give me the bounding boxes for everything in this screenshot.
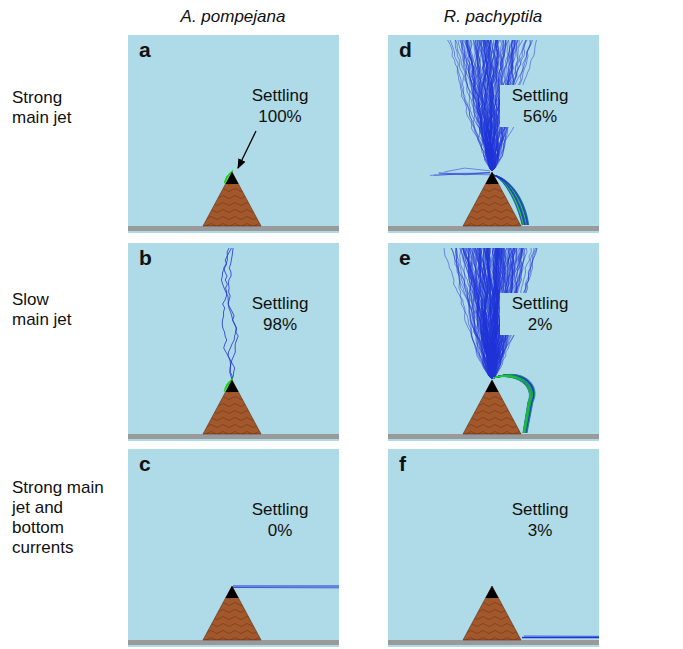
trajectory-line (461, 40, 492, 171)
panel-letter-box: d (397, 38, 414, 62)
trajectory-line (455, 40, 492, 171)
larval-trajectories (221, 40, 599, 638)
trajectory-line (522, 637, 599, 638)
panel-letter-box: b (137, 246, 154, 270)
trajectory-line (466, 40, 492, 171)
panel-ground (128, 243, 339, 441)
settling-percentage: Settling 56% (500, 85, 580, 127)
trajectory-line (475, 40, 492, 171)
chimneys (203, 172, 521, 640)
settling-box: Settling 98% (240, 293, 320, 335)
simulation-panel: bSettling 98% (128, 243, 339, 441)
seafloor (128, 226, 599, 645)
settling-percentage: Settling 3% (500, 499, 580, 541)
trajectory-line (222, 248, 232, 379)
settling-percentage: Settling 100% (240, 85, 320, 127)
trajectory-line (464, 248, 492, 379)
trajectory-line (448, 40, 493, 171)
simulation-panel: dSettling 56% (388, 35, 599, 233)
trajectory-line (467, 248, 492, 379)
column-header-box: R. pachyptila (403, 7, 583, 27)
seafloor-band (128, 640, 339, 645)
panel-ground (388, 35, 599, 233)
trajectory-line (221, 248, 236, 379)
panel-letter-box: e (397, 246, 413, 270)
trajectory-line (460, 40, 492, 171)
row-label-box: Strong main jet and bottom currents (12, 478, 104, 558)
trajectory-line (233, 585, 339, 586)
panel-ground (388, 449, 599, 647)
trajectory-line (481, 40, 493, 171)
panel-letter: e (397, 246, 413, 269)
simulation-panel: fSettling 3% (388, 449, 599, 647)
settling-box: Settling 0% (240, 499, 320, 541)
settling-percentage: Settling 0% (240, 499, 320, 541)
trajectory-line (445, 168, 491, 172)
panel-backgrounds (128, 35, 599, 647)
simulation-panel: eSettling 2% (388, 243, 599, 441)
column-header: R. pachyptila (444, 7, 542, 26)
vent-chimney (203, 380, 261, 434)
trajectory-line (492, 248, 497, 379)
trajectory-line (465, 248, 492, 379)
trajectory-line (490, 40, 497, 171)
panel-letter: f (397, 452, 408, 475)
trajectory-line (233, 587, 339, 588)
trajectory-line (467, 40, 492, 171)
trajectory-line (444, 248, 492, 379)
trajectory-line (463, 248, 492, 379)
seafloor-band (128, 434, 339, 439)
trajectory-line (456, 248, 492, 379)
trajectory-line (492, 40, 499, 171)
trajectory-line (463, 248, 492, 379)
panel-letter: b (137, 246, 154, 269)
vent-chimney (203, 172, 261, 226)
panel-ground (388, 243, 599, 441)
settling-box: Settling 56% (500, 85, 580, 127)
vent-chimney (463, 172, 521, 226)
settling-box: Settling 3% (500, 499, 580, 541)
trajectory-line (464, 248, 492, 379)
seafloor-band (388, 434, 599, 439)
settling-percentage: Settling 98% (240, 293, 320, 335)
settling-box: Settling 100% (240, 85, 320, 127)
column-header-box: A. pompejana (143, 7, 323, 27)
row-label-box: Slow main jet (12, 290, 88, 330)
vent-chimney (203, 586, 261, 640)
panel-letter: a (137, 38, 153, 61)
trajectory-line (452, 248, 493, 379)
seafloor-band (388, 640, 599, 645)
trajectory-line (460, 248, 492, 379)
simulation-panel: aSettling 100% (128, 35, 339, 233)
row-label: Slow main jet (12, 290, 72, 329)
simulation-panel: cSettling 0% (128, 449, 339, 647)
row-label-box: Strong main jet (12, 88, 88, 128)
trajectory-line (456, 248, 492, 379)
column-header: A. pompejana (181, 7, 286, 26)
settling-percentage: Settling 2% (500, 293, 580, 335)
trajectory-line (451, 248, 492, 379)
trajectory-line (475, 248, 493, 379)
trajectory-line (524, 636, 599, 637)
row-label: Strong main jet (12, 88, 72, 127)
panel-letter-box: a (137, 38, 153, 62)
panel-letter-box: c (137, 452, 153, 476)
trajectory-line (461, 248, 492, 379)
panel-ground (128, 449, 339, 647)
seafloor-band (388, 226, 599, 231)
panel-letter: c (137, 452, 153, 475)
settling-box: Settling 2% (500, 293, 580, 335)
row-label: Strong main jet and bottom currents (12, 478, 104, 557)
trajectory-line (430, 173, 490, 176)
leader-arrow (238, 131, 256, 168)
panel-letter-box: f (397, 452, 408, 476)
vent-chimney (463, 586, 521, 640)
vent-chimney (463, 380, 521, 434)
panel-ground (128, 35, 339, 233)
seafloor-band (128, 226, 339, 231)
panel-letter: d (397, 38, 414, 61)
